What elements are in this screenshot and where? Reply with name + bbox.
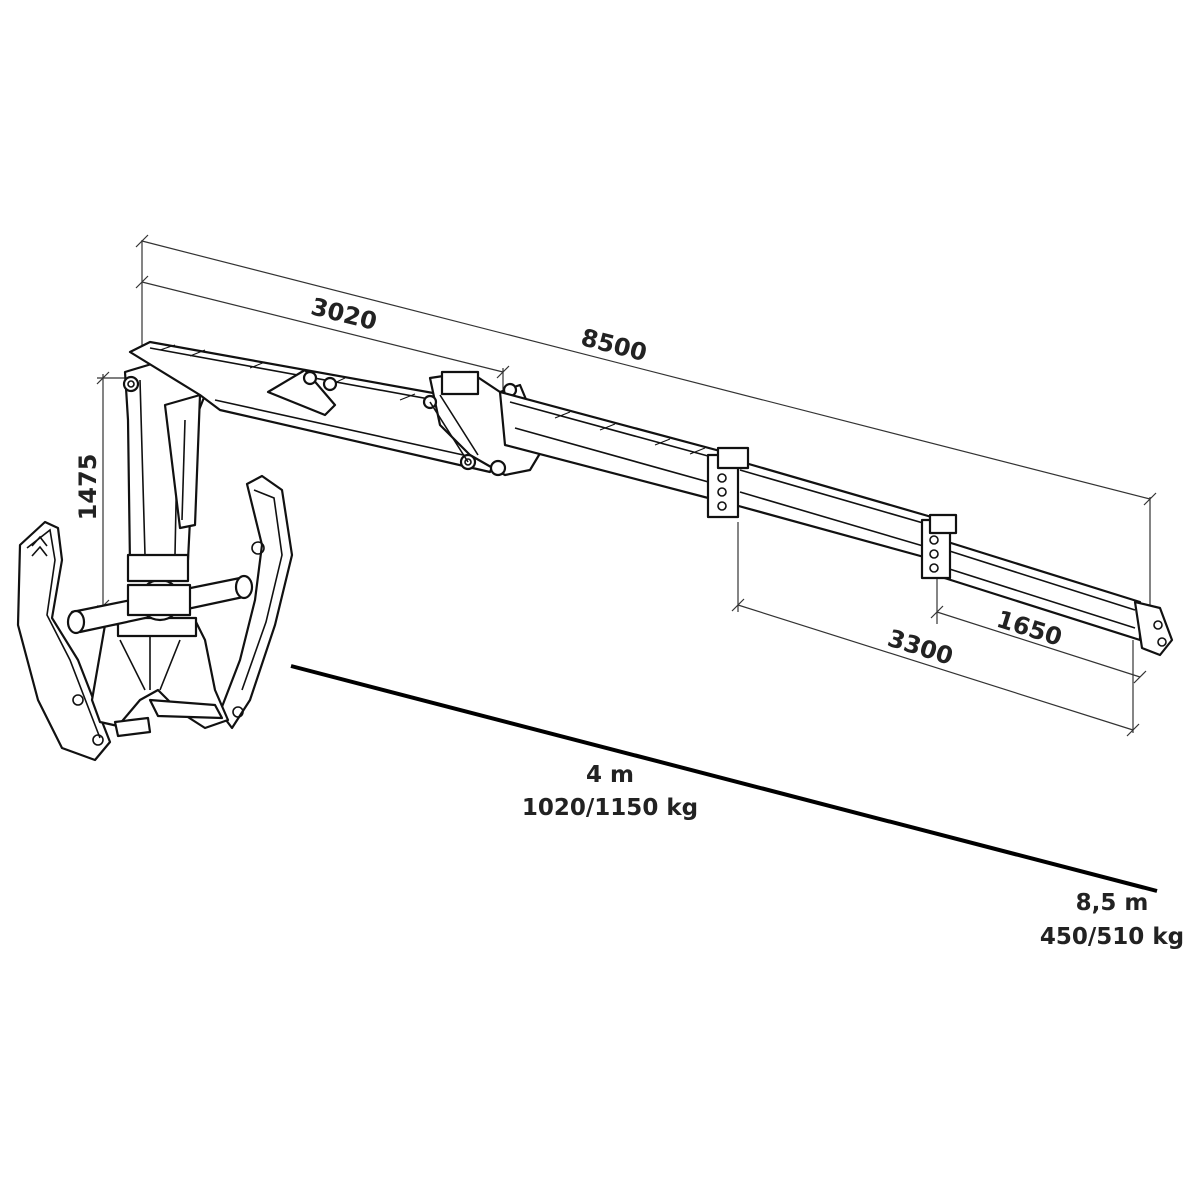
crane-column [122, 358, 207, 583]
right-outrigger [218, 474, 294, 730]
crane-illustration [16, 340, 1174, 762]
slewing-cylinder [66, 574, 254, 635]
dim-1475-label: 1475 [74, 454, 102, 521]
base-frame [90, 616, 230, 738]
load-far-reach: 8,5 m [1076, 890, 1149, 916]
second-boom [498, 390, 737, 507]
dim-8500-label: 8500 [578, 323, 650, 367]
dim-3300-label: 3300 [884, 624, 956, 671]
boom-tip [1133, 600, 1174, 657]
dimension-lines [96, 234, 1157, 737]
left-outrigger [16, 520, 112, 762]
load-curve-line [290, 664, 1158, 893]
load-near-capacity: 1020/1150 kg [522, 795, 698, 821]
load-far-capacity: 450/510 kg [1040, 924, 1184, 950]
extension-1 [706, 446, 937, 562]
load-near-reach: 4 m [586, 762, 634, 788]
dim-1650-line [930, 572, 1147, 684]
dim-3300-line [731, 522, 1140, 737]
